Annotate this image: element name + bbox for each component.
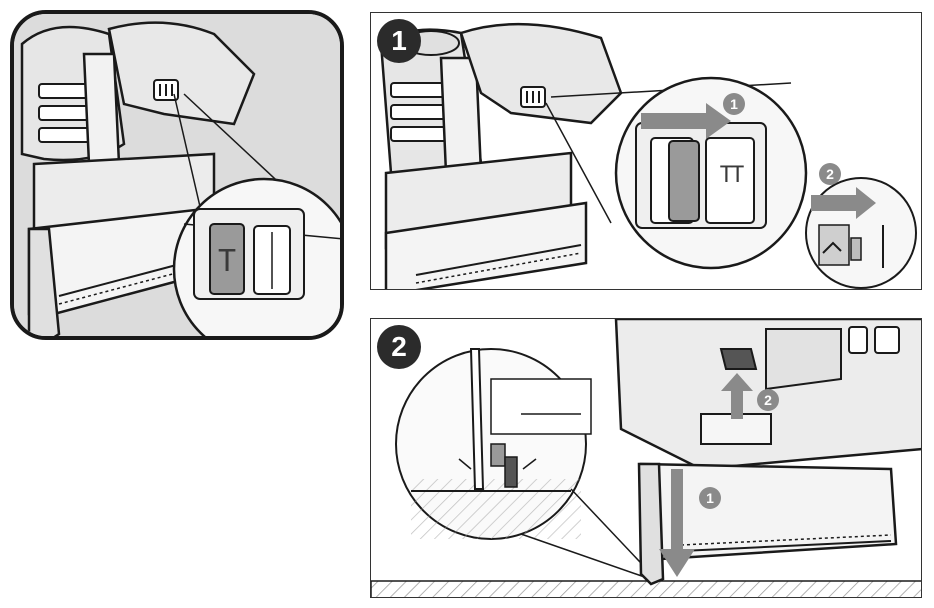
arrow-right-icon — [641, 103, 731, 139]
selector-switch-icon — [209, 223, 245, 295]
step-2-badge: 2 — [377, 325, 421, 369]
work-surface-icon — [371, 580, 921, 597]
selector-switch-icon — [668, 140, 700, 222]
callout-1-badge: 1 — [723, 93, 745, 115]
illustration-step-2-panel: 2 1 2 — [370, 318, 922, 598]
nailer-tool-icon — [379, 22, 917, 289]
arrow-down-icon — [659, 469, 695, 577]
callout-1-badge: 1 — [699, 487, 721, 509]
step-1-badge: 1 — [377, 19, 421, 63]
illustration-step-1-panel: 1 1 2 TT — [370, 12, 922, 290]
switch-symbol-label: T — [217, 244, 237, 279]
illustration-single-mode-panel: T — [10, 10, 344, 340]
arrow-up-icon — [721, 373, 753, 419]
nailer-tool-icon — [371, 319, 921, 597]
switch-symbol-label: TT — [719, 163, 745, 188]
nailer-tool-icon — [14, 14, 340, 336]
callout-2-badge: 2 — [819, 163, 841, 185]
arrow-right-icon — [811, 187, 876, 219]
callout-2-badge: 2 — [757, 389, 779, 411]
